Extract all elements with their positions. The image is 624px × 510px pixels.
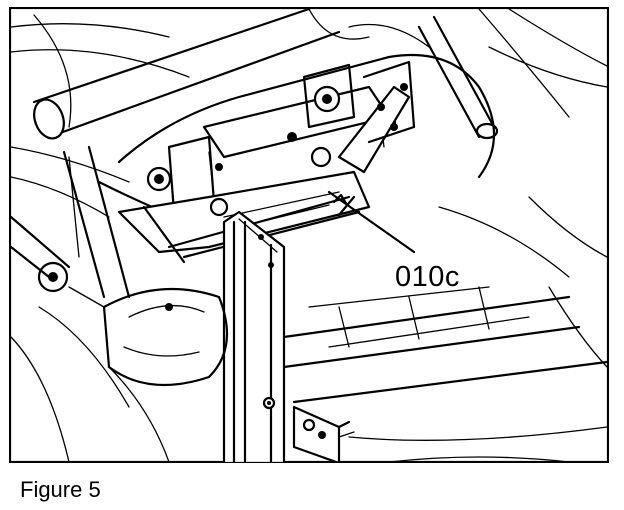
support-bracket xyxy=(117,60,416,264)
technical-illustration: 010c xyxy=(9,7,609,463)
underbody-contours xyxy=(10,8,609,463)
illustration-drawing xyxy=(9,7,609,463)
callout-leaders xyxy=(327,190,416,254)
right-pipe xyxy=(417,15,499,140)
callout-label: 010c xyxy=(395,261,460,293)
jack-column xyxy=(222,210,286,463)
cross-member xyxy=(282,286,609,463)
figure-caption: Figure 5 xyxy=(20,477,101,502)
frame-tube xyxy=(32,7,341,299)
drive-shaft xyxy=(9,215,229,387)
